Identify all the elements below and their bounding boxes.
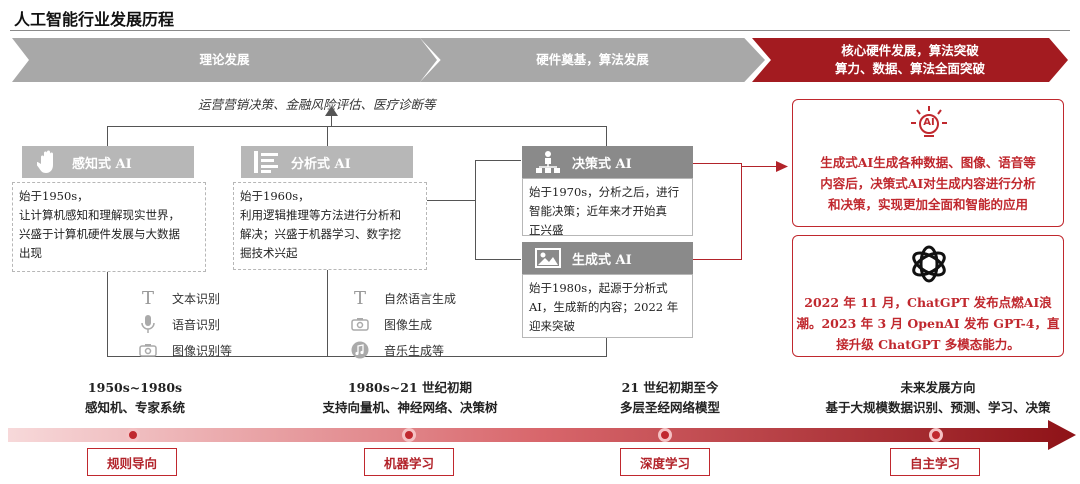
connector-line (606, 338, 607, 356)
timeline-tag: 自主学习 (890, 448, 980, 476)
timeline-era: 21 世纪初期至今 多层圣经网络模型 (619, 380, 720, 415)
feature-item: T 文本识别 (138, 287, 232, 309)
image-icon (534, 244, 562, 272)
feature-item: 图像识别等 (138, 340, 232, 360)
connector-line (606, 126, 607, 146)
connector-line (107, 272, 108, 356)
list-icon (253, 148, 281, 176)
feature-item: 图像生成 (350, 314, 456, 334)
timeline-tag: 机器学习 (364, 448, 454, 476)
generation-feature-list: T 自然语言生成 图像生成 音乐生成等 (350, 288, 456, 360)
connector-line (475, 259, 521, 260)
timeline-era: 1980s~21 世纪初期 支持向量机、神经网络、决策树 (322, 380, 498, 415)
timeline-era: 1950s~1980s 感知机、专家系统 (84, 380, 185, 415)
text-icon: T (353, 287, 366, 309)
timeline-tag: 深度学习 (620, 448, 710, 476)
generative-ai-description: 始于1980s，起源于分析式 AI，生成新的内容；2022 年 迎来突破 (522, 274, 693, 338)
perceptive-ai-description: 始于1950s， 让计算机感知和理解现实世界， 兴盛于计算机硬件发展与大数据 出… (12, 182, 206, 272)
integration-box: AI 生成式AI生成各种数据、图像、语音等 内容后，决策式AI对生成内容进行分析… (792, 99, 1064, 227)
hand-icon (34, 148, 62, 176)
stage-banner-theory: 理论发展 (12, 38, 437, 82)
chatgpt-text: 2022 年 11 月，ChatGPT 发布点燃AI浪 潮。2023 年 3 月… (796, 295, 1060, 352)
decision-ai-header: 决策式 AI (522, 146, 693, 178)
timeline-marker (126, 428, 140, 442)
integration-text: 生成式AI生成各种数据、图像、语音等 内容后，决策式AI对生成内容进行分析 和决… (820, 155, 1036, 212)
analytic-ai-header: 分析式 AI (241, 146, 413, 178)
timeline-marker (658, 428, 672, 442)
timeline-arrow (8, 420, 1076, 450)
camera-icon (138, 340, 158, 360)
chatgpt-box: 2022 年 11 月，ChatGPT 发布点燃AI浪 潮。2023 年 3 月… (792, 235, 1064, 357)
text-icon: T (141, 287, 154, 309)
connector-line (107, 126, 108, 146)
analytic-ai-description: 始于1960s， 利用逻辑推理等方法进行分析和 解决；兴盛于机器学习、数字挖 掘… (233, 182, 427, 270)
feature-item: 音乐生成等 (350, 340, 456, 360)
arrow-up-icon (325, 106, 338, 116)
music-icon (350, 340, 370, 360)
red-connector (741, 166, 779, 167)
ai-chip-icon: AI (909, 106, 949, 140)
org-chart-icon (534, 148, 562, 176)
connector-line (331, 113, 332, 127)
red-connector (693, 163, 741, 164)
arrow-right-icon (776, 161, 788, 172)
page-title: 人工智能行业发展历程 (14, 10, 175, 29)
microphone-icon (138, 314, 158, 334)
connector-line (416, 200, 475, 201)
connector-line (107, 126, 607, 127)
generative-ai-header: 生成式 AI (522, 242, 693, 274)
title-divider (10, 30, 1070, 31)
decision-ai-description: 始于1970s，分析之后，进行 智能决策；近年来才开始真 正兴盛 (522, 178, 693, 237)
connector-line (475, 160, 521, 161)
camera-icon (350, 314, 370, 334)
perceptive-ai-header: 感知式 AI (22, 146, 194, 178)
red-connector (693, 259, 741, 260)
connector-line (327, 126, 328, 146)
timeline-marker (402, 428, 416, 442)
timeline-era: 未来发展方向 基于大规模数据识别、预测、学习、决策 (825, 380, 1051, 415)
timeline-tag: 规则导向 (87, 448, 177, 476)
red-connector (741, 163, 742, 260)
stage-banner-hardware: 硬件奠基，算法发展 (420, 38, 765, 82)
openai-logo-icon (907, 242, 951, 286)
perception-feature-list: T 文本识别 语音识别 图像识别等 (138, 288, 232, 360)
timeline-marker (929, 428, 943, 442)
feature-item: T 自然语言生成 (350, 287, 456, 309)
application-note: 运营营销决策、金融风险评估、医疗诊断等 (198, 97, 436, 112)
stage-banner-breakthrough: 核心硬件发展，算法突破 算力、数据、算法全面突破 (752, 38, 1068, 82)
connector-line (327, 270, 328, 356)
connector-line (475, 160, 476, 259)
feature-item: 语音识别 (138, 314, 232, 334)
